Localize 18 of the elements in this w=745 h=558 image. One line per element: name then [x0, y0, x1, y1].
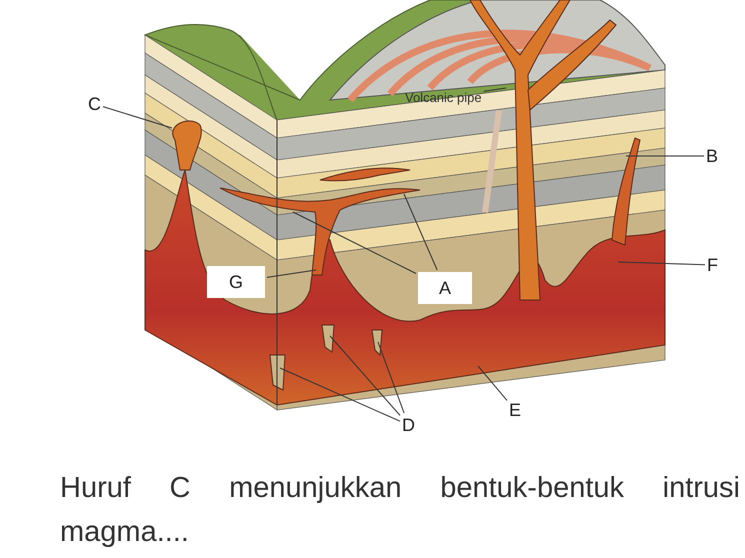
- letter-label: F: [707, 255, 718, 275]
- caption: Huruf C menunjukkan bentuk-bentuk intrusi magma....: [60, 471, 740, 550]
- letter-label: E: [509, 400, 522, 420]
- leader-line: [292, 212, 416, 274]
- leader-line: [266, 270, 316, 278]
- leader-line: [478, 366, 508, 401]
- letter-label: C: [88, 94, 101, 114]
- letter-label: D: [402, 415, 415, 435]
- leader-line: [280, 368, 400, 422]
- leader-line: [618, 262, 706, 266]
- leader-line: [102, 106, 172, 128]
- leader-line: [330, 336, 400, 416]
- leader-line: [404, 194, 438, 270]
- letter-label: B: [706, 146, 718, 166]
- letter-label: A: [418, 272, 472, 304]
- leader-line: [483, 88, 506, 92]
- letter-label: G: [207, 266, 265, 298]
- leader-line: [378, 342, 405, 414]
